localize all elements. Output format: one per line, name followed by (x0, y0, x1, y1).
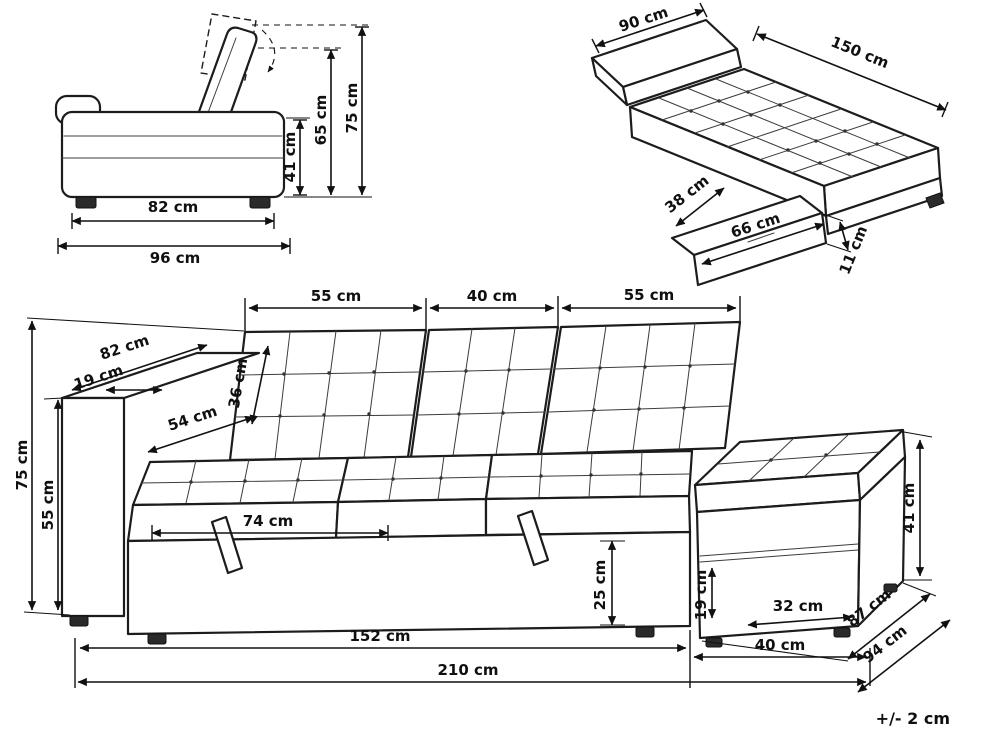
chaise-foot-back (883, 583, 898, 593)
dim-bed-drawer-height: 11 cm (836, 223, 872, 277)
dim-armrest-height: 55 cm (39, 480, 57, 531)
bed-foot (925, 192, 945, 209)
sofa-tuft-buttons (189, 364, 828, 484)
seat-right-front (484, 494, 692, 537)
side-backrest-seam (205, 37, 237, 119)
bed-view-drawing: 90 cm 150 cm 38 cm 66 cm 11 cm (590, 2, 949, 287)
sofa-dimension-arrows (27, 303, 951, 693)
dim-seat-middle-width: 40 cm (467, 287, 518, 305)
bed-dimension-arrows (591, 2, 949, 266)
side-extension-lines (252, 24, 372, 198)
seat-left-front (126, 500, 340, 543)
dim-side-total-depth: 96 cm (150, 249, 201, 267)
sofa-view-drawing: 55 cm 40 cm 55 cm 82 cm 19 cm 54 cm 36 c… (13, 286, 951, 693)
side-view-drawing: 82 cm 96 cm 41 cm 65 cm 75 cm (54, 13, 372, 267)
dim-total-width: 210 cm (437, 661, 498, 679)
dim-main-section-width: 152 cm (349, 627, 410, 645)
side-backrest (194, 26, 258, 128)
dim-armrest-depth: 82 cm (98, 331, 152, 364)
dim-seat-right-width: 55 cm (624, 286, 675, 304)
dim-chaise-width: 40 cm (755, 636, 806, 654)
tolerance-note: +/- 2 cm (876, 709, 950, 728)
chaise-storage-frame (695, 498, 862, 640)
dim-total-height: 75 cm (13, 440, 31, 491)
pullout-leg-right (516, 509, 550, 567)
dim-side-back-height: 65 cm (312, 95, 330, 146)
seat-middle-front (334, 497, 488, 540)
chaise-foot-right (833, 627, 851, 638)
sofa-extension-lines (23, 296, 937, 688)
dim-shelf-opening-width: 32 cm (773, 597, 824, 615)
armrest-foot (69, 615, 89, 627)
sofa-base (126, 530, 692, 636)
dim-shelf-opening-height: 19 cm (692, 570, 710, 621)
backrest-panel-middle (409, 325, 560, 459)
side-foot-right (249, 196, 271, 209)
bed-headboard-side (590, 56, 629, 107)
bed-tuft-buttons (689, 90, 879, 165)
side-base-seams (61, 135, 285, 159)
backrest-panel-right (539, 320, 742, 456)
dim-side-seat-height: 41 cm (281, 132, 299, 183)
armrest-front (60, 396, 126, 618)
dim-bed-drawer-depth: 38 cm (661, 171, 712, 216)
dim-pullout-width: 74 cm (243, 512, 294, 530)
dim-side-total-height: 75 cm (343, 83, 361, 134)
side-base (60, 110, 286, 199)
dim-seat-depth: 54 cm (166, 402, 220, 435)
dim-side-seat-depth: 82 cm (148, 198, 199, 216)
side-foot-left (75, 196, 97, 209)
base-foot-left (147, 633, 167, 645)
dim-base-height: 25 cm (591, 560, 609, 611)
bed-base (824, 176, 944, 236)
chaise-shelf (699, 543, 859, 563)
backrest-tufting (234, 322, 736, 460)
backrest-panel-left (228, 328, 428, 462)
dim-chaise-height: 41 cm (900, 483, 918, 534)
fold-arc-arrow (261, 29, 276, 73)
dim-seat-left-width: 55 cm (311, 287, 362, 305)
base-foot-right (635, 626, 655, 638)
side-dimension-arrows (57, 26, 369, 254)
